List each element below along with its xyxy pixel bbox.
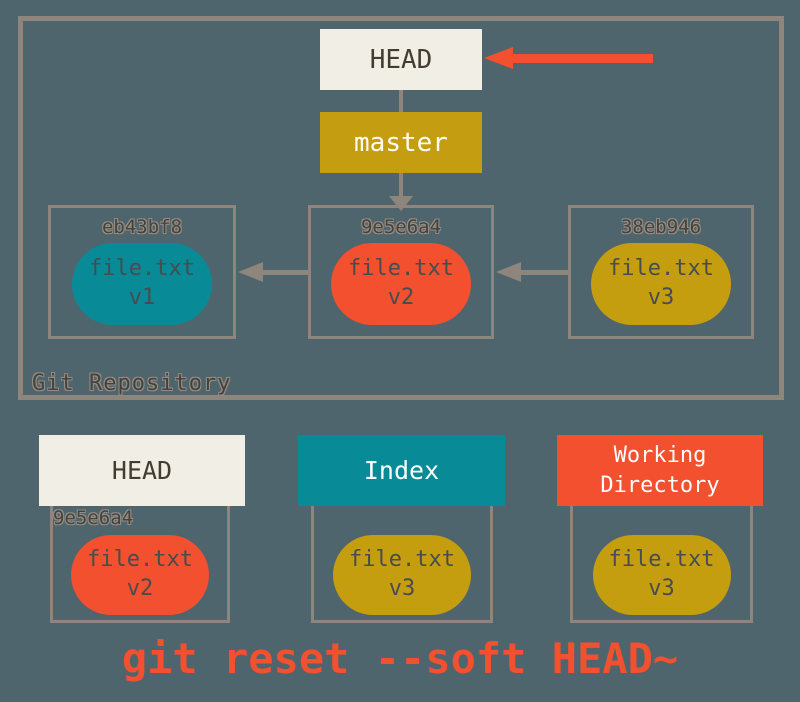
parent-arrow-line [262,270,308,275]
file-name: file.txt [87,547,193,573]
file-name: file.txt [608,256,714,282]
file-version: v2 [387,285,415,310]
parent-arrow-icon [496,262,521,282]
working-directory-area-box: Working Directory [557,435,763,506]
head-box: HEAD [320,29,482,90]
file-blob-v3: file.txt v3 [591,243,731,325]
commit-box-9e5e6a4: 9e5e6a4 file.txt v2 [308,205,494,339]
file-blob-v3: file.txt v3 [333,535,471,615]
head-label: HEAD [369,44,433,75]
file-name: file.txt [348,256,454,282]
head-content-box: 9e5e6a4 file.txt v2 [50,488,230,623]
master-to-commit-line [399,173,403,197]
head-move-arrow-icon [484,47,513,69]
file-blob-v1: file.txt v1 [72,243,212,325]
parent-arrow-icon [238,262,263,282]
command-caption: git reset --soft HEAD~ [121,634,679,683]
file-version: v1 [128,285,156,310]
commit-hash: 38eb946 [620,216,702,238]
head-to-master-line [399,90,403,112]
master-branch-box: master [320,112,482,173]
file-version: v3 [647,285,675,310]
file-blob-v3: file.txt v3 [592,535,731,615]
commit-box-38eb946: 38eb946 file.txt v3 [568,205,754,339]
file-version: v2 [126,576,154,601]
git-repository-box [18,16,784,400]
working-directory-area-label: Working Directory [600,442,720,498]
commit-box-eb43bf8: eb43bf8 file.txt v1 [48,205,236,339]
commit-hash: 9e5e6a4 [360,216,442,238]
commit-hash: eb43bf8 [101,216,183,238]
parent-arrow-line [520,270,568,275]
head-area-box: HEAD [39,435,245,506]
file-version: v3 [648,576,675,601]
file-blob-v2: file.txt v2 [331,243,471,325]
file-name: file.txt [608,547,715,573]
git-repository-label: Git Repository [32,371,232,396]
file-name: file.txt [349,547,455,573]
index-area-label: Index [363,456,440,485]
working-directory-content-box: file.txt v3 [570,488,753,623]
file-name: file.txt [89,256,195,282]
commit-hash: 9e5e6a4 [53,507,134,529]
index-content-box: file.txt v3 [311,488,493,623]
head-move-arrow-body [511,54,653,63]
head-area-label: HEAD [111,456,173,485]
file-blob-v2: file.txt v2 [71,535,209,615]
index-area-box: Index [298,435,505,506]
master-branch-label: master [354,127,448,158]
file-version: v3 [388,576,416,601]
